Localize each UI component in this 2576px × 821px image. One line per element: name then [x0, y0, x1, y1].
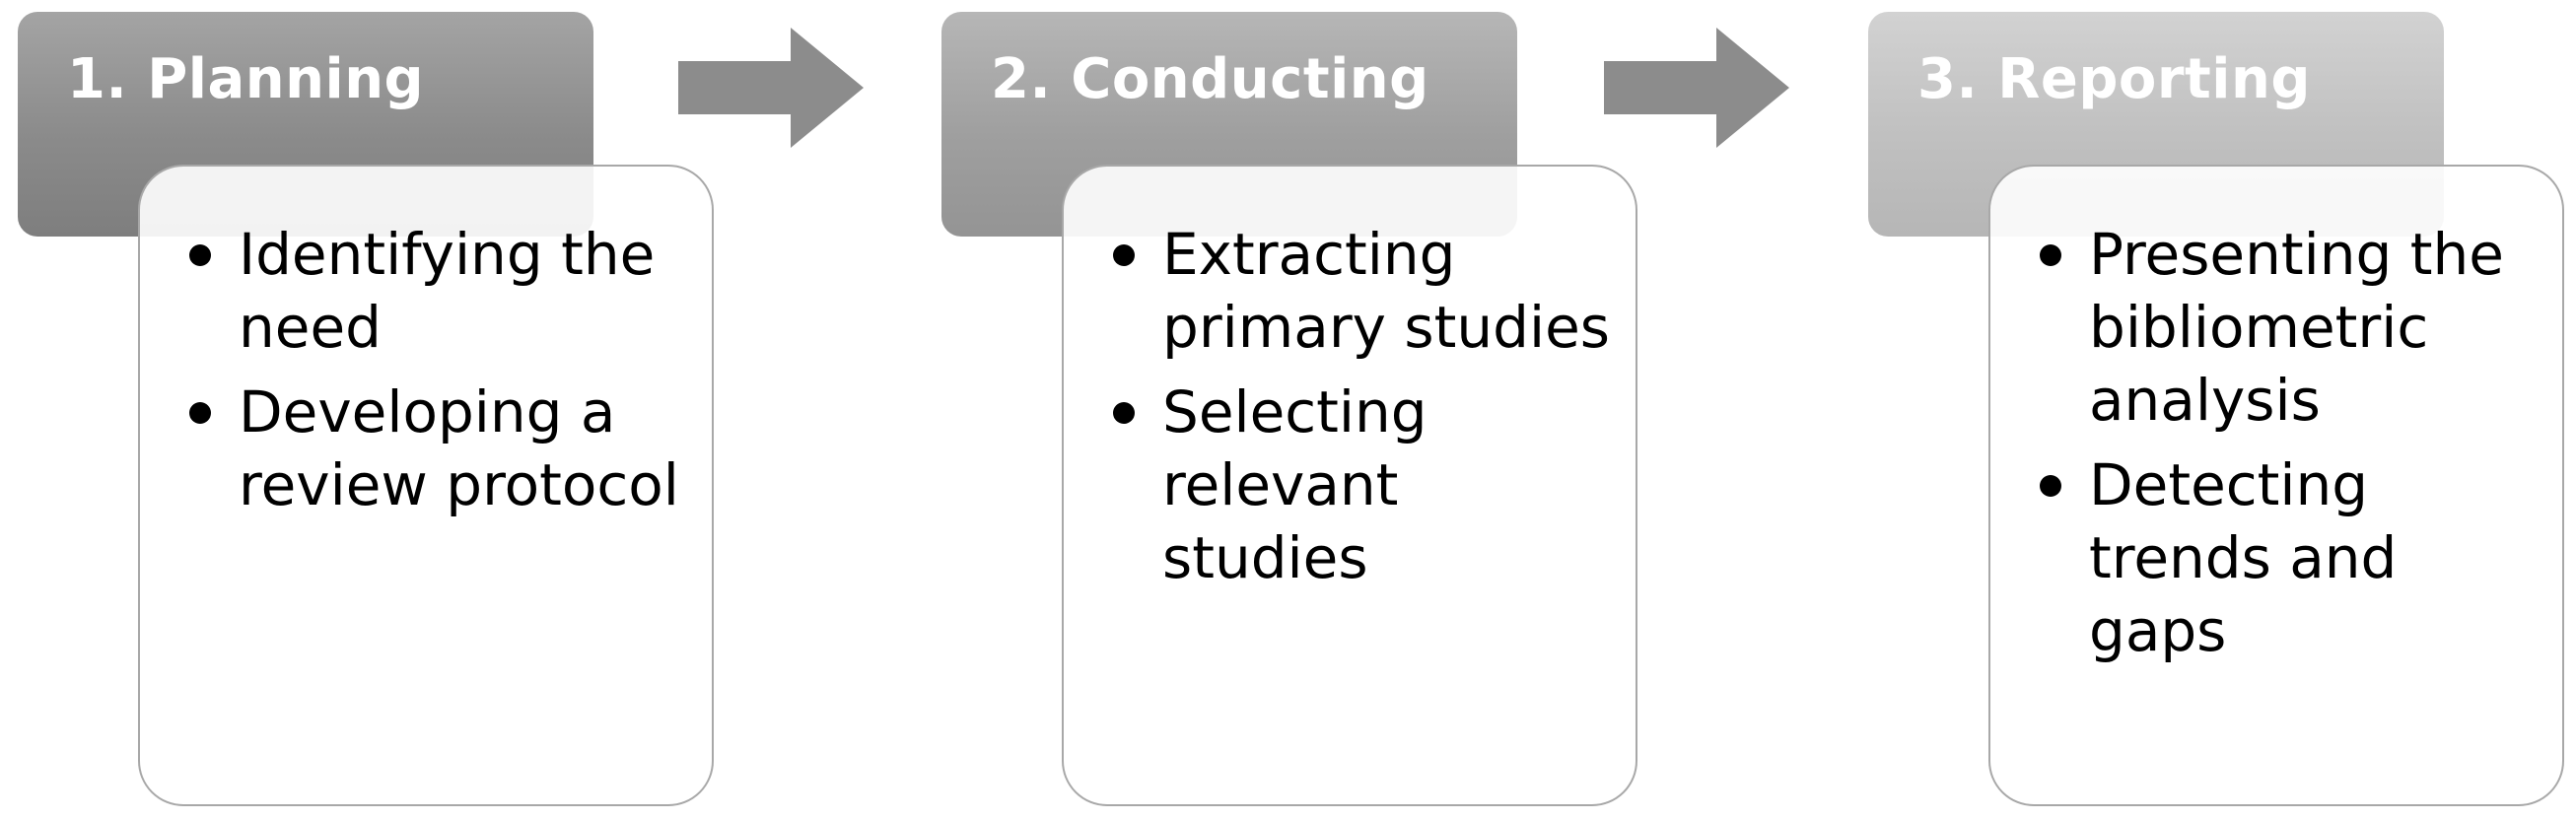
list-item-text: Extracting primary studies: [1162, 221, 1610, 361]
right-arrow-icon: [1604, 28, 1789, 148]
bullet-icon: [1113, 244, 1135, 266]
bullet-list: Presenting the bibliometric analysis Det…: [2040, 218, 2542, 667]
list-item-text: Presenting the bibliometric analysis: [2089, 221, 2504, 434]
list-item: Presenting the bibliometric analysis: [2040, 218, 2542, 437]
stage-planning: 1. Planning Identifying the need Develop…: [0, 0, 749, 821]
stage-card: Extracting primary studies Selecting rel…: [1062, 165, 1637, 806]
stage-reporting: 3. Reporting Presenting the bibliometric…: [1850, 0, 2576, 821]
bullet-icon: [189, 402, 211, 424]
list-item-text: Selecting relevant studies: [1162, 378, 1427, 591]
bullet-icon: [2040, 475, 2061, 497]
list-item-text: Developing a review protocol: [239, 378, 679, 518]
list-item: Selecting relevant studies: [1113, 376, 1616, 594]
list-item: Detecting trends and gaps: [2040, 448, 2542, 667]
list-item-text: Identifying the need: [239, 221, 656, 361]
list-item: Extracting primary studies: [1113, 218, 1616, 364]
list-item: Identifying the need: [189, 218, 692, 364]
bullet-list: Identifying the need Developing a review…: [189, 218, 692, 521]
bullet-list: Extracting primary studies Selecting rel…: [1113, 218, 1616, 594]
bullet-icon: [2040, 244, 2061, 266]
right-arrow-icon: [678, 28, 864, 148]
stage-conducting: 2. Conducting Extracting primary studies…: [924, 0, 1673, 821]
stage-card: Presenting the bibliometric analysis Det…: [1988, 165, 2564, 806]
stage-card: Identifying the need Developing a review…: [138, 165, 714, 806]
list-item-text: Detecting trends and gaps: [2089, 451, 2398, 664]
list-item: Developing a review protocol: [189, 376, 692, 521]
bullet-icon: [189, 244, 211, 266]
bullet-icon: [1113, 402, 1135, 424]
